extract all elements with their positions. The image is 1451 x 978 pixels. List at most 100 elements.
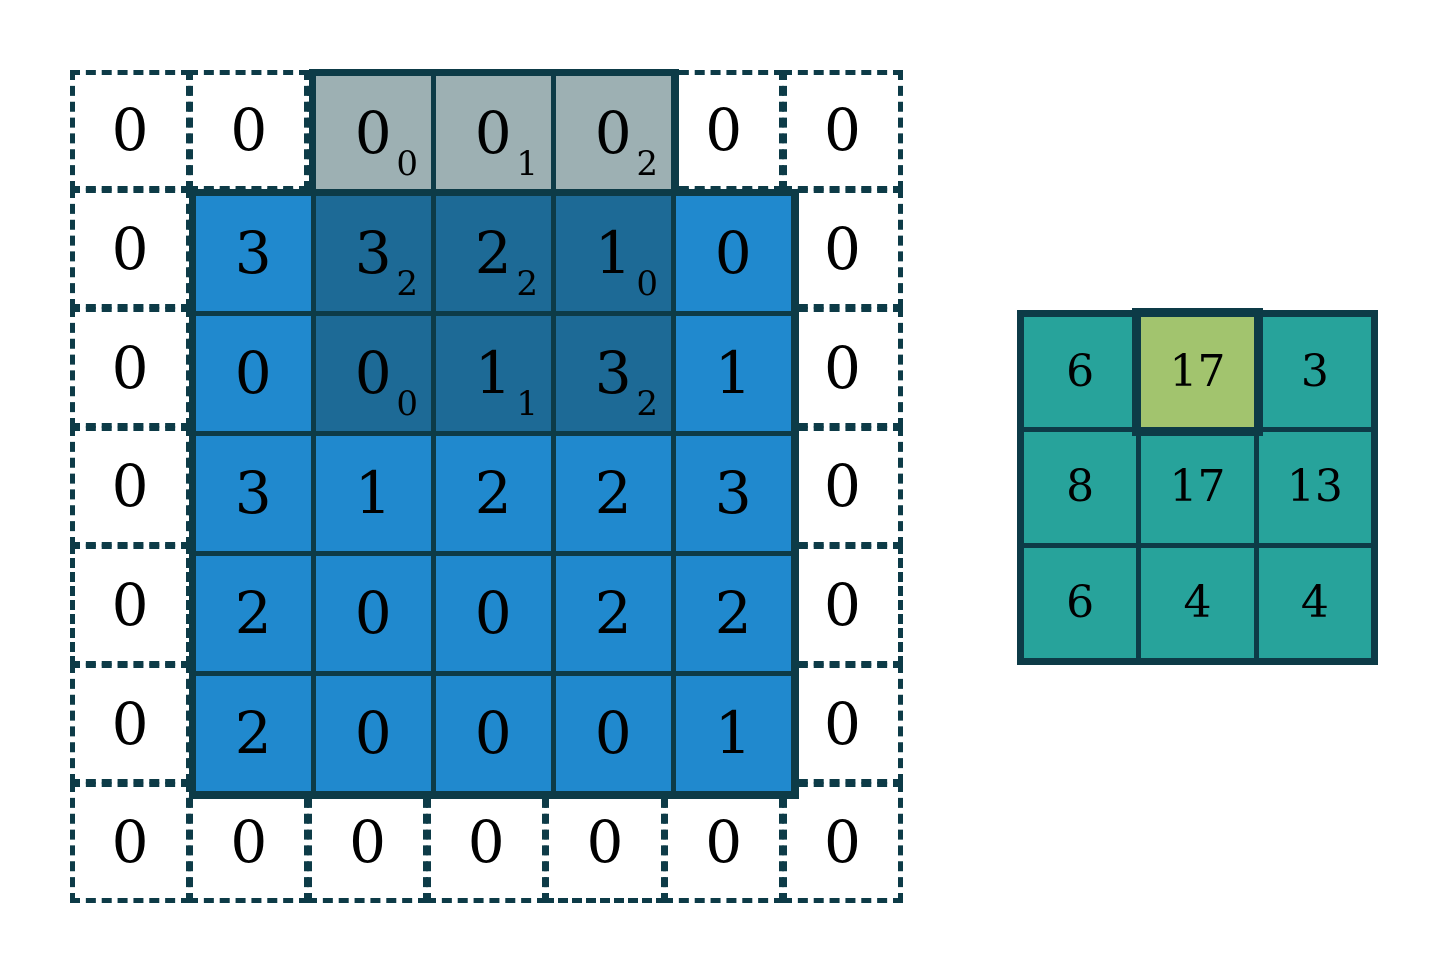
input-cell: 2 [672,552,794,674]
padding-cell-zero: 0 [781,781,903,903]
input-cell-value: 2 [594,579,632,648]
input-cell: 0 [312,672,434,794]
kernel-weight-subscript: 2 [516,264,538,304]
output-cell: 3 [1258,317,1371,428]
kernel-weight-subscript: 1 [516,144,538,184]
input-cell-value: 2 [714,579,752,648]
input-cell-value: 1 [474,339,512,408]
input-cell-value: 0 [474,699,512,768]
input-cell-value: 0 [354,339,392,408]
input-cell-value: 0 [354,699,392,768]
output-cell: 4 [1258,547,1371,658]
input-cell-value: 2 [594,459,632,528]
padding-cell-zero: 0 [69,781,191,903]
kernel-overlay-cell-value: 0 [594,99,632,168]
input-cell: 0 [432,552,554,674]
input-cell-value: 3 [234,459,272,528]
padding-cell-zero: 0 [781,425,903,547]
input-cell: 2 [192,672,314,794]
input-cell: 1 [312,432,434,554]
input-cell-value: 1 [714,699,752,768]
input-cell: 2 [432,432,554,554]
input-cell-value: 2 [234,699,272,768]
input-cell: 1 [672,312,794,434]
output-cell: 4 [1141,547,1254,658]
input-cell: 0 [672,192,794,314]
input-cell: 0 [552,672,674,794]
padding-cell-zero: 0 [544,781,666,903]
input-cell: 1 [672,672,794,794]
output-cell: 13 [1258,432,1371,543]
input-cell-value: 3 [354,219,392,288]
kernel-weight-subscript: 0 [396,144,418,184]
input-cell-value: 1 [594,219,632,288]
input-cell-value: 0 [234,339,272,408]
input-cell-value: 0 [354,579,392,648]
padding-cell-zero: 0 [69,544,191,666]
input-cell: 3 [192,432,314,554]
input-cell: 2 [552,432,674,554]
padding-cell-zero: 0 [69,663,191,785]
input-cell-value: 3 [594,339,632,408]
kernel-weight-subscript: 0 [396,384,418,424]
kernel-weight-subscript: 2 [396,264,418,304]
kernel-overlay-cell-value: 0 [354,99,392,168]
input-cell-value: 2 [474,459,512,528]
input-cell-value: 1 [354,459,392,528]
padding-cell-zero: 0 [69,425,191,547]
kernel-overlay-cell-value: 0 [474,99,512,168]
kernel-weight-subscript: 1 [516,384,538,424]
padding-cell-zero: 0 [781,544,903,666]
input-cell-value: 2 [474,219,512,288]
padding-cell-zero: 0 [69,69,191,191]
output-cell: 17 [1141,432,1254,543]
padding-cell-zero: 0 [306,781,429,903]
input-cell-value: 0 [714,219,752,288]
input-cell: 3 [192,192,314,314]
output-cell: 6 [1024,317,1137,428]
input-cell: 2 [552,552,674,674]
padding-cell-zero: 0 [425,781,547,903]
kernel-weight-subscript: 2 [636,384,658,424]
input-cell-value: 2 [234,579,272,648]
padding-cell-zero: 0 [69,306,191,429]
input-cell: 0 [192,312,314,434]
kernel-weight-subscript: 0 [636,264,658,304]
input-cell: 0 [312,552,434,674]
input-cell-value: 0 [474,579,512,648]
output-cell: 6 [1024,547,1137,658]
padding-cell-zero: 0 [781,663,903,785]
padding-cell-zero: 0 [781,69,903,191]
padding-cell-zero: 0 [663,781,785,903]
input-cell-value: 3 [234,219,272,288]
output-cell-highlighted: 17 [1132,307,1263,437]
padding-cell-zero: 0 [781,306,903,429]
padding-cell-zero: 0 [69,188,191,310]
input-cell: 3 [672,432,794,554]
padding-cell-zero: 0 [781,188,903,310]
kernel-weight-subscript: 2 [636,144,658,184]
padding-cell-zero: 0 [188,781,310,903]
output-cell: 8 [1024,432,1137,543]
padding-cell-zero: 0 [663,69,785,191]
input-cell-value: 3 [714,459,752,528]
padding-cell-zero: 0 [188,69,310,191]
input-cell: 0 [432,672,554,794]
input-cell: 2 [192,552,314,674]
input-cell-value: 0 [594,699,632,768]
